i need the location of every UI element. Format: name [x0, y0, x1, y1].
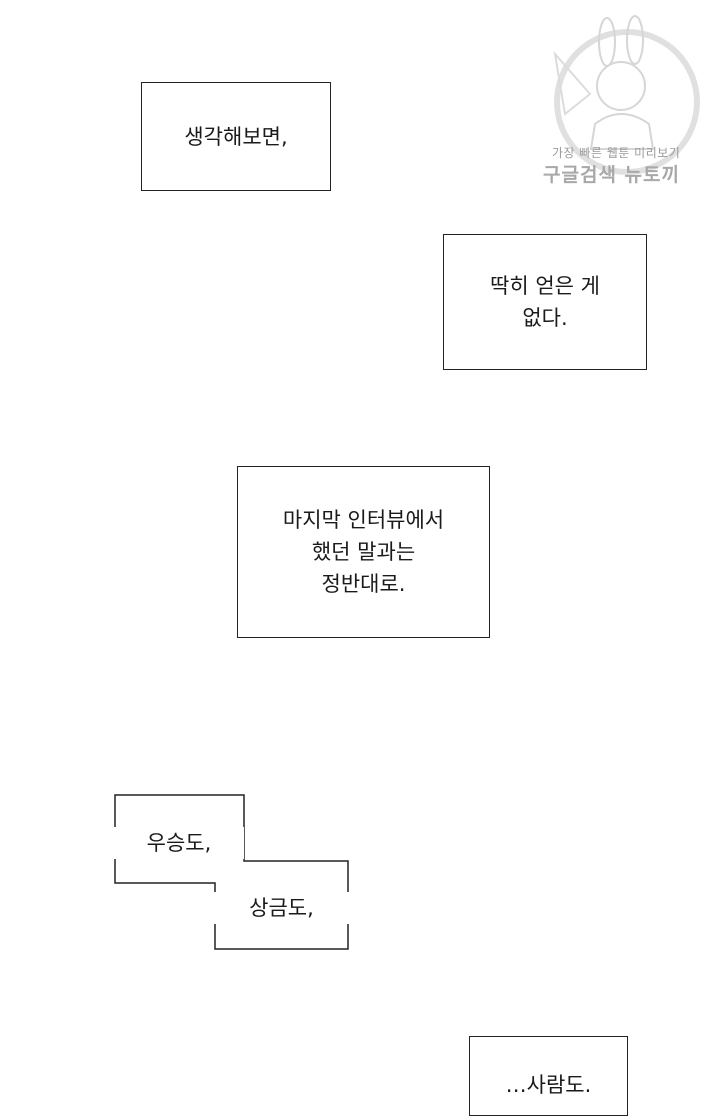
caption-box-3: 마지막 인터뷰에서 했던 말과는 정반대로. [237, 466, 490, 638]
watermark-tagline: 가장 빠른 웹툰 미리보기 [552, 146, 681, 160]
caption-text-4: 우승도, [114, 827, 244, 859]
caption-box-2: 딱히 얻은 게 없다. [443, 234, 647, 370]
stepped-caption-frame [114, 794, 349, 950]
watermark-title: 구글검색 뉴토끼 [543, 164, 680, 186]
caption-text-1: 생각해보면, [184, 124, 288, 149]
caption-box-1: 생각해보면, [141, 82, 331, 191]
caption-text-3: 마지막 인터뷰에서 했던 말과는 정반대로. [282, 508, 445, 596]
rabbit-mascot-icon [553, 15, 700, 175]
caption-text-6: …사람도. [505, 1073, 592, 1097]
caption-text-2: 딱히 얻은 게 없다. [490, 274, 600, 330]
caption-text-5: 상금도, [214, 892, 349, 924]
caption-box-6: …사람도. [469, 1036, 628, 1116]
